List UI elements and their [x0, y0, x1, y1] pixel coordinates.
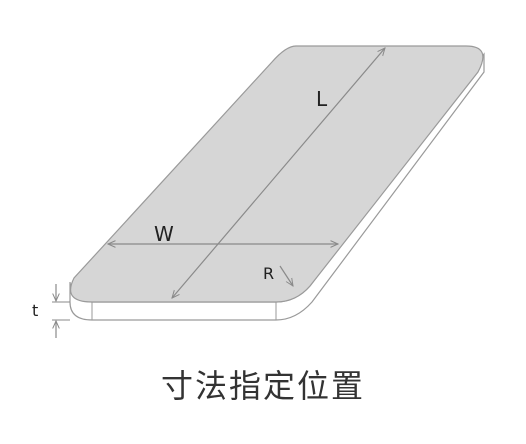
diagram-caption: 寸法指定位置	[160, 367, 365, 405]
radius-label: R	[263, 264, 274, 283]
thickness-label: t	[32, 301, 38, 320]
length-label: L	[316, 87, 328, 111]
radius-indicator-arrow	[279, 265, 293, 286]
plate-top-face	[70, 45, 484, 303]
length-dimension-line	[172, 48, 385, 298]
width-label: W	[154, 222, 174, 246]
